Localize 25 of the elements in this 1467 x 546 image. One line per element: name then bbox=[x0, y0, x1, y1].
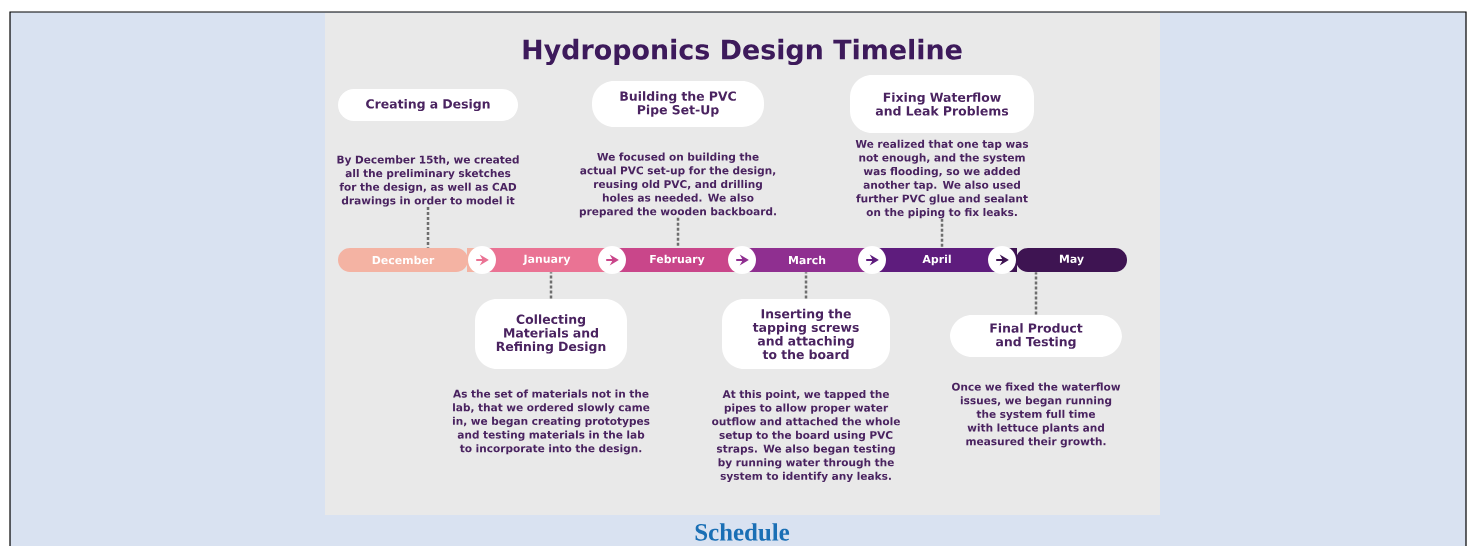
heading-bubble: Building the PVC Pipe Set-Up bbox=[592, 81, 764, 127]
dashed-connector bbox=[940, 218, 944, 248]
description-text: By December 15th, we created all the preliminary sketches for the design, as well as CAD drawings in order to model it bbox=[337, 155, 519, 207]
chevron-arrow bbox=[468, 246, 496, 274]
heading-bubble: Creating a Design bbox=[338, 89, 518, 121]
heading-bubble: Collecting Materials and Refining Design bbox=[475, 299, 627, 369]
description-text: Once we fixed the waterflow issues, we began running the system full time with lettuce plants and measured their growth. bbox=[951, 382, 1121, 448]
dashed-connector bbox=[1034, 272, 1038, 315]
description-text: We focused on building the actual PVC set-up for the design, reusing old PVC, and drilling holes as needed. We also prepared the wooden backboard. bbox=[579, 152, 776, 218]
description-text: At this point, we tapped the pipes to allow proper water outflow and attached the whole setup to the board using PVC straps. We also began testing by running water through the system to identify any leaks. bbox=[712, 389, 900, 483]
description-text: We realized that one tap was not enough, and the system was flooding, so we added another tap. We also used further PVC glue and sealant on the piping to fix leaks. bbox=[855, 139, 1029, 219]
chevron-arrow bbox=[988, 246, 1016, 274]
dashed-connector bbox=[676, 217, 680, 248]
description-text: As the set of materials not in the lab, that we ordered slowly came in, we began creating prototypes and testing materials in the lab to incorporate into the design. bbox=[453, 389, 650, 455]
chevron-arrow bbox=[598, 246, 626, 274]
dashed-connector bbox=[426, 207, 430, 248]
dashed-connector bbox=[549, 272, 553, 299]
title: Hydroponics Design Timeline bbox=[523, 38, 962, 66]
dashed-connector bbox=[804, 272, 808, 299]
caption: Schedule bbox=[695, 523, 790, 541]
chevron-arrow bbox=[858, 246, 886, 274]
heading-bubble: Final Product and Testing bbox=[950, 315, 1122, 357]
chevron-arrow bbox=[728, 246, 756, 274]
heading-bubble: Inserting the tapping screws and attaching to the board bbox=[722, 299, 890, 369]
heading-bubble: Fixing Waterflow and Leak Problems bbox=[850, 75, 1034, 133]
